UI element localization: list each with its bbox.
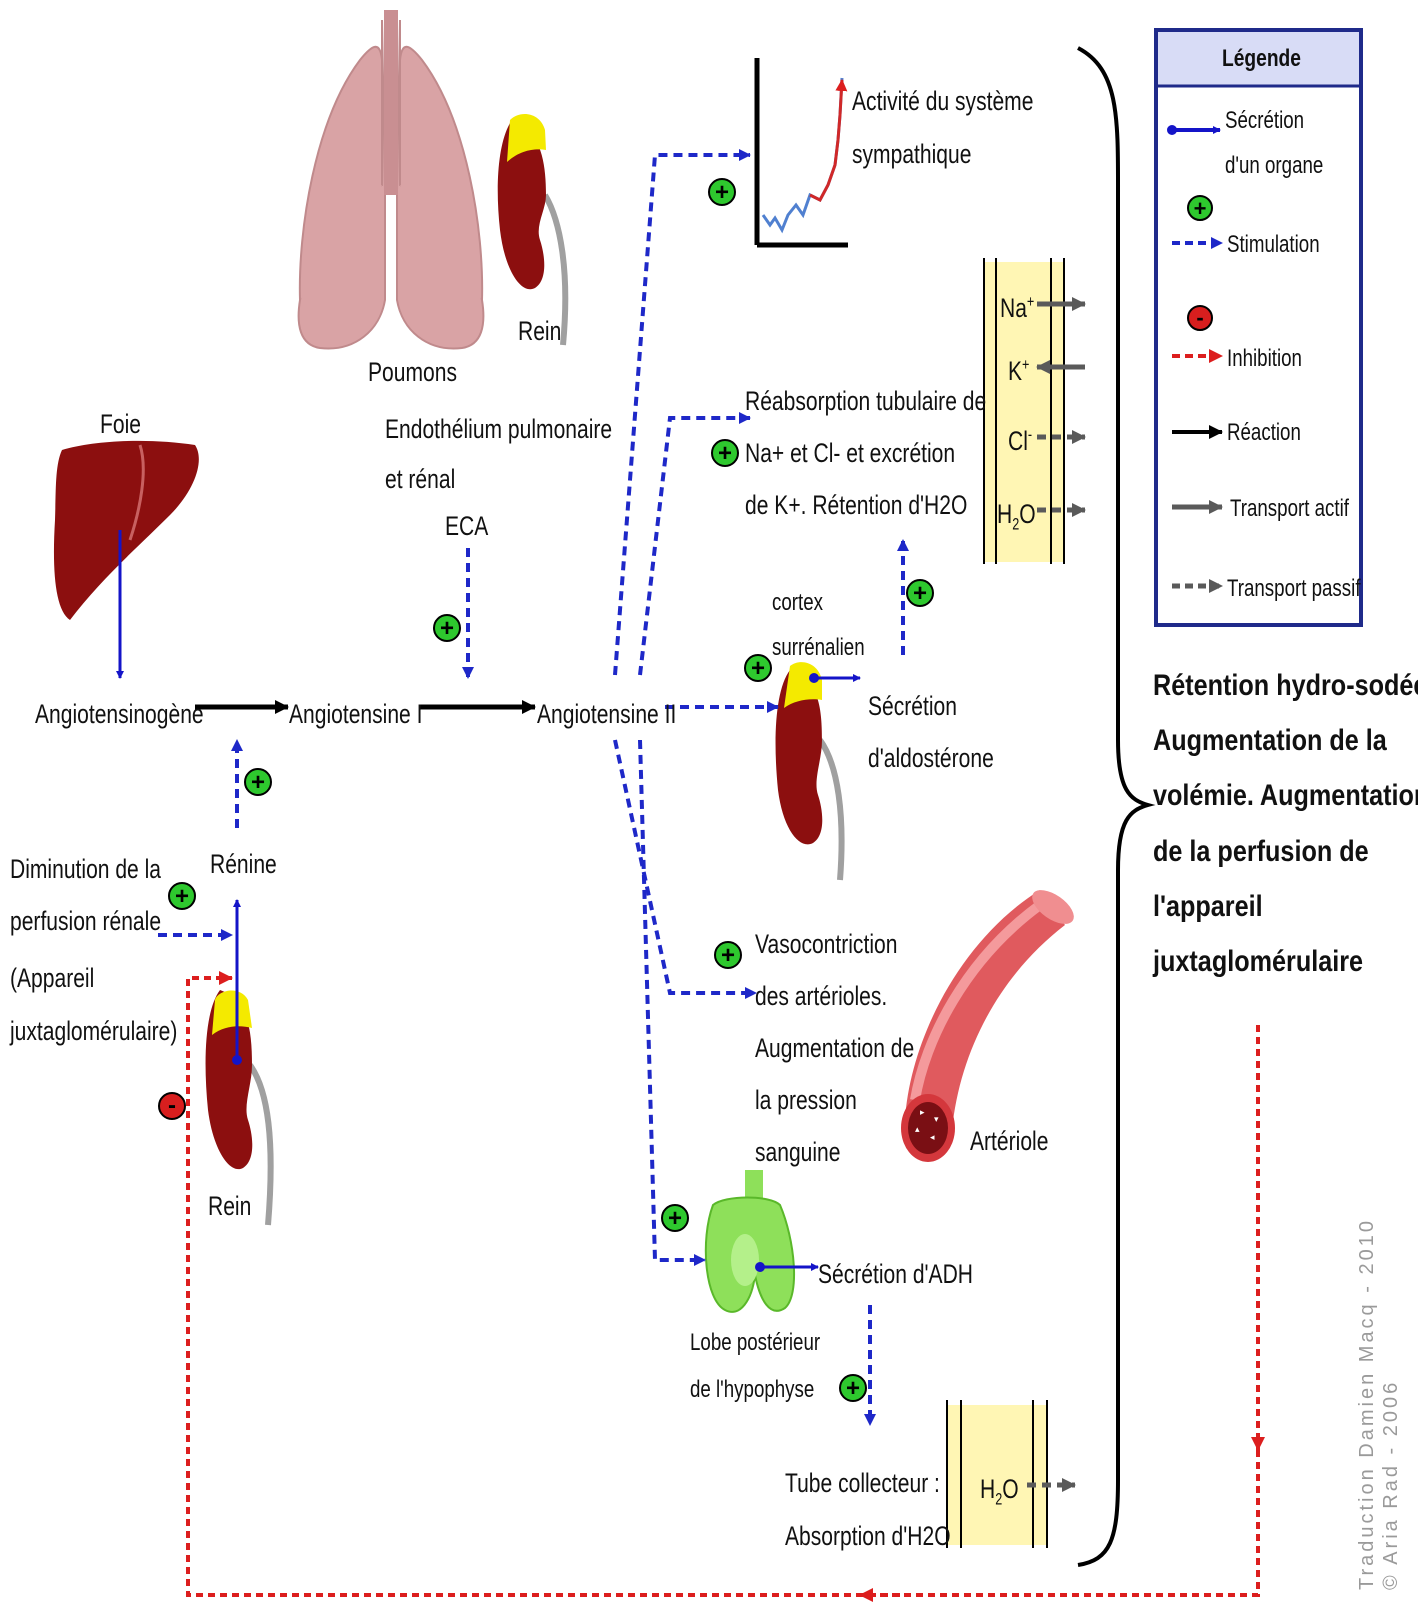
legend-secretion-line1: Sécrétion <box>1225 98 1304 145</box>
result-line-1: Rétention hydro-sodée. <box>1153 658 1418 713</box>
plus-badge: + <box>169 883 195 910</box>
svg-text:▸: ▸ <box>920 1107 925 1117</box>
plus-badge: + <box>840 1375 866 1402</box>
plus-badge: + <box>907 580 933 607</box>
endothelium-label-line1: Endothélium pulmonaire <box>385 403 612 456</box>
svg-text:-: - <box>168 1092 176 1119</box>
legend-inhibition: Inhibition <box>1227 336 1302 383</box>
result-text: Rétention hydro-sodée. Augmentation de l… <box>1153 658 1418 989</box>
svg-text:▴: ▴ <box>915 1124 920 1134</box>
svg-text:+: + <box>751 655 765 682</box>
svg-text:+: + <box>913 580 927 607</box>
lungs-label: Poumons <box>368 346 457 399</box>
vasoconstriction-label-line1: Vasocontriction <box>755 918 897 971</box>
plus-badge: + <box>709 179 735 206</box>
arteriole-label: Artériole <box>970 1115 1048 1168</box>
plus-badge: + <box>434 615 460 642</box>
reduced-perfusion-line4: juxtaglomérulaire) <box>10 1005 177 1058</box>
plus-badge: + <box>662 1205 688 1232</box>
reabsorption-label-line2: Na+ et Cl- et excrétion <box>745 427 955 480</box>
aldosterone-label-line1: Sécrétion <box>868 680 957 733</box>
vasoconstriction-label-line5: sanguine <box>755 1126 840 1179</box>
legend-passive-transport: Transport passif <box>1227 566 1361 613</box>
adrenal-kidney-illustration <box>776 662 842 880</box>
vasoconstriction-label-line3: Augmentation de <box>755 1022 914 1075</box>
svg-text:+: + <box>668 1205 682 1232</box>
svg-text:+: + <box>721 942 735 969</box>
result-line-6: juxtaglomérulaire <box>1153 934 1418 989</box>
result-line-3: volémie. Augmentation <box>1153 768 1418 823</box>
legend-reaction: Réaction <box>1227 410 1301 457</box>
credit-line-2: © Aria Rad - 2006 <box>1379 1218 1403 1590</box>
result-line-4: de la perfusion de <box>1153 824 1418 879</box>
adrenal-cortex-label-line1: cortex <box>772 580 823 627</box>
ion-sodium: Na+ <box>1000 282 1034 335</box>
result-brace <box>1078 48 1148 1565</box>
renin-label: Rénine <box>210 838 277 891</box>
reabsorption-label-line3: de K+. Rétention d'H2O <box>745 479 967 532</box>
plus-badge: + <box>715 942 741 969</box>
reabsorption-label-line1: Réabsorption tubulaire de <box>745 375 986 428</box>
posterior-pituitary-label-line2: de l'hypophyse <box>690 1367 814 1414</box>
svg-text:+: + <box>440 615 454 642</box>
kidney-bottom-label: Rein <box>208 1180 251 1233</box>
sympathetic-activity-graph <box>757 58 848 245</box>
lungs-illustration <box>299 10 484 348</box>
credit-text: Traduction Damien Macq - 2010 © Aria Rad… <box>1355 1218 1403 1590</box>
svg-text:+: + <box>715 179 729 206</box>
angiotensin-1-label: Angiotensine I <box>289 688 422 741</box>
svg-text:+: + <box>718 440 732 467</box>
kidney-top-label: Rein <box>518 305 561 358</box>
svg-text:+: + <box>1194 196 1207 221</box>
plus-badge: + <box>712 440 738 467</box>
adh-secretion-label: Sécrétion d'ADH <box>818 1248 973 1301</box>
sympathetic-label-line2: sympathique <box>852 128 971 181</box>
minus-badge: - <box>159 1092 185 1119</box>
svg-text:◂: ◂ <box>930 1132 935 1142</box>
credit-line-1: Traduction Damien Macq - 2010 <box>1355 1218 1379 1590</box>
reduced-perfusion-line2: perfusion rénale <box>10 895 161 948</box>
posterior-pituitary-label-line1: Lobe postérieur <box>690 1320 820 1367</box>
collecting-tube-label-line2: Absorption d'H2O <box>785 1510 951 1563</box>
legend-active-transport: Transport actif <box>1230 486 1349 533</box>
legend-stimulation: Stimulation <box>1227 222 1320 269</box>
ion-chloride: Cl- <box>1008 415 1032 468</box>
liver-label: Foie <box>100 398 141 451</box>
legend-secretion-line2: d'un organe <box>1225 143 1323 190</box>
angiotensin-2-label: Angiotensine II <box>537 688 676 741</box>
liver-illustration <box>54 441 199 620</box>
result-line-2: Augmentation de la <box>1153 713 1418 768</box>
svg-text:+: + <box>251 769 265 796</box>
reduced-perfusion-line3: (Appareil <box>10 952 94 1005</box>
legend-title: Légende <box>1222 45 1301 73</box>
sympathetic-label-line1: Activité du système <box>852 75 1033 128</box>
pituitary-illustration <box>706 1170 794 1312</box>
endothelium-label-line2: et rénal <box>385 453 455 506</box>
plus-badge: + <box>245 769 271 796</box>
angiotensinogen-label: Angiotensinogène <box>35 688 204 741</box>
vasoconstriction-label-line2: des artérioles. <box>755 970 887 1023</box>
plus-badge: + <box>745 655 771 682</box>
aldosterone-label-line2: d'aldostérone <box>868 732 994 785</box>
adrenal-cortex-label-line2: surrénalien <box>772 625 865 672</box>
svg-text:-: - <box>1196 305 1203 330</box>
eca-label: ECA <box>445 500 488 553</box>
ion-water-tube: H2O <box>980 1463 1019 1516</box>
vasoconstriction-label-line4: la pression <box>755 1074 857 1127</box>
reduced-perfusion-line1: Diminution de la <box>10 843 161 896</box>
ion-water: H2O <box>997 488 1036 541</box>
svg-text:+: + <box>175 883 189 910</box>
collecting-tube-label-line1: Tube collecteur : <box>785 1457 940 1510</box>
svg-text:▾: ▾ <box>934 1114 939 1124</box>
result-line-5: l'appareil <box>1153 879 1418 934</box>
svg-text:+: + <box>846 1375 860 1402</box>
ion-potassium: K+ <box>1008 345 1029 398</box>
